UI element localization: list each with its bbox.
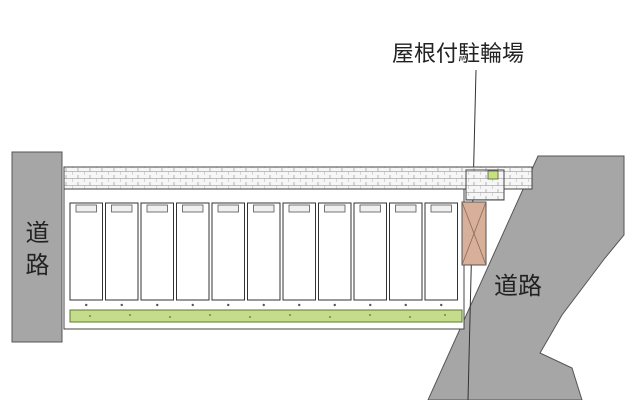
parking-space	[105, 202, 139, 301]
space-marker	[191, 303, 194, 307]
wheel-stop	[111, 204, 133, 213]
parking-spaces	[69, 202, 458, 307]
wheel-stop	[430, 204, 452, 213]
space-marker	[404, 303, 407, 307]
space-marker	[85, 303, 88, 307]
planting-texture	[89, 314, 446, 318]
space-marker	[440, 303, 443, 307]
wheel-stop	[288, 204, 310, 213]
parking-space	[247, 202, 281, 301]
parking-space	[389, 202, 423, 301]
parking-space	[353, 202, 387, 301]
wheel-stop	[395, 204, 417, 213]
bicycle-parking-cross-hatch	[461, 201, 487, 266]
wheel-stop	[324, 204, 346, 213]
space-marker	[156, 303, 159, 307]
left-road-label: 道路	[21, 220, 49, 284]
parking-space	[69, 202, 103, 301]
space-marker	[298, 303, 301, 307]
wheel-stop	[253, 204, 275, 213]
space-marker	[333, 303, 336, 307]
planting-strip	[69, 309, 463, 323]
wheel-stop	[75, 204, 97, 213]
parking-space	[211, 202, 245, 301]
meter-box	[487, 170, 499, 180]
parking-space	[424, 202, 458, 301]
right-road-label: 道路	[494, 272, 542, 300]
left-road	[11, 151, 63, 343]
right-road	[427, 155, 625, 400]
boundary-wall	[63, 166, 533, 190]
space-marker	[120, 303, 123, 307]
wheel-stop	[217, 204, 239, 213]
parking-space	[176, 202, 210, 301]
space-marker	[227, 303, 230, 307]
covered-bicycle-parking-label: 屋根付駐輪場	[392, 42, 525, 67]
space-marker	[262, 303, 265, 307]
parking-space	[140, 202, 174, 301]
parking-space	[282, 202, 316, 301]
space-marker	[369, 303, 372, 307]
wheel-stop	[146, 204, 168, 213]
parking-space	[318, 202, 352, 301]
wheel-stop	[359, 204, 381, 213]
wheel-stop	[182, 204, 204, 213]
